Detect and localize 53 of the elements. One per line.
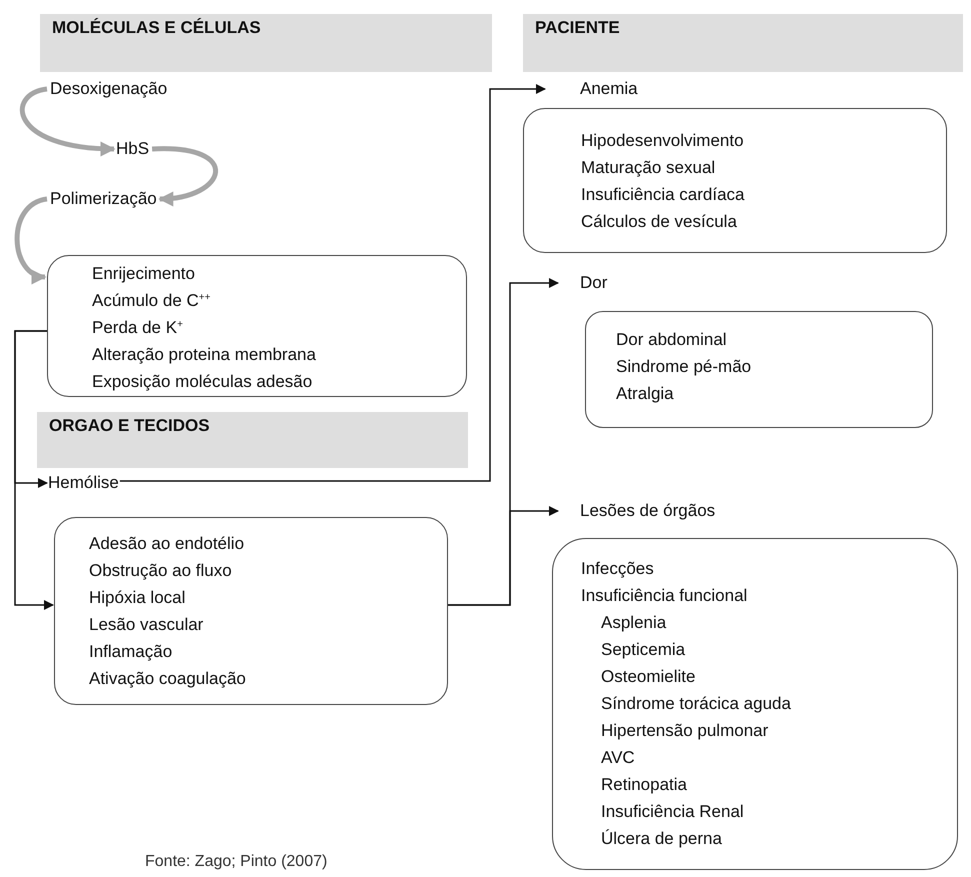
rounded-box bbox=[54, 517, 448, 705]
node-label: Anemia bbox=[580, 78, 638, 100]
list-item: Exposição moléculas adesão bbox=[92, 371, 314, 393]
list-item: Enrijecimento bbox=[92, 263, 196, 285]
list-item: Obstrução ao fluxo bbox=[89, 560, 233, 582]
list-item: Hipertensão pulmonar bbox=[600, 720, 770, 742]
rounded-box bbox=[523, 108, 947, 253]
list-item: Lesão vascular bbox=[89, 614, 204, 636]
caption: Fonte: Zago; Pinto (2007) bbox=[145, 853, 328, 871]
list-item: Retinopatia bbox=[600, 774, 688, 796]
rounded-box bbox=[552, 538, 958, 870]
arrow bbox=[448, 506, 559, 606]
section-heading: MOLÉCULAS E CÉLULAS bbox=[52, 18, 262, 38]
curved-arrow bbox=[14, 196, 48, 282]
list-item: Infecções bbox=[581, 558, 655, 580]
list-item: AVC bbox=[600, 747, 636, 769]
arrow bbox=[14, 330, 54, 610]
rounded-box bbox=[47, 255, 467, 397]
list-item: Hipóxia local bbox=[89, 587, 186, 609]
list-item: Inflamação bbox=[89, 641, 174, 663]
list-item: Alteração proteina membrana bbox=[92, 344, 317, 366]
section-band bbox=[37, 412, 468, 468]
list-item: Dor abdominal bbox=[616, 329, 728, 351]
list-item: Atralgia bbox=[616, 383, 675, 405]
list-item: Maturação sexual bbox=[581, 157, 716, 179]
rounded-box bbox=[585, 311, 933, 428]
node-label: Polimerização bbox=[50, 188, 157, 210]
list-item: Cálculos de vesícula bbox=[581, 211, 738, 233]
node-label: Lesões de órgãos bbox=[580, 500, 716, 522]
list-item: Adesão ao endotélio bbox=[89, 533, 246, 555]
list-item: Acúmulo de C$^{++}$ bbox=[92, 290, 212, 312]
list-item: Septicemia bbox=[600, 639, 686, 661]
arrow bbox=[120, 84, 546, 482]
list-item: Perda de K$^{+}$ bbox=[92, 317, 184, 339]
node-label: HbS bbox=[116, 138, 150, 160]
list-item: Osteomielite bbox=[600, 666, 696, 688]
list-item: Sindrome pé-mão bbox=[616, 356, 752, 378]
section-heading: PACIENTE bbox=[535, 18, 621, 38]
section-band bbox=[523, 14, 963, 72]
node-label: Desoxigenação bbox=[50, 78, 168, 100]
list-item: Insuficiência Renal bbox=[600, 801, 745, 823]
list-item: Ativação coagulação bbox=[89, 668, 247, 690]
list-item: Hipodesenvolvimento bbox=[581, 130, 745, 152]
list-item: Asplenia bbox=[600, 612, 668, 634]
section-heading: ORGAO E TECIDOS bbox=[49, 416, 211, 436]
list-item: Síndrome torácica aguda bbox=[600, 693, 792, 715]
list-item: Insuficiência cardíaca bbox=[581, 184, 746, 206]
node-label: Dor bbox=[580, 272, 608, 294]
node-label: Hemólise bbox=[48, 472, 119, 494]
section-band bbox=[40, 14, 492, 72]
list-item: Úlcera de perna bbox=[600, 828, 723, 850]
curved-arrow bbox=[152, 146, 218, 206]
list-item: Insuficiência funcional bbox=[581, 585, 748, 607]
